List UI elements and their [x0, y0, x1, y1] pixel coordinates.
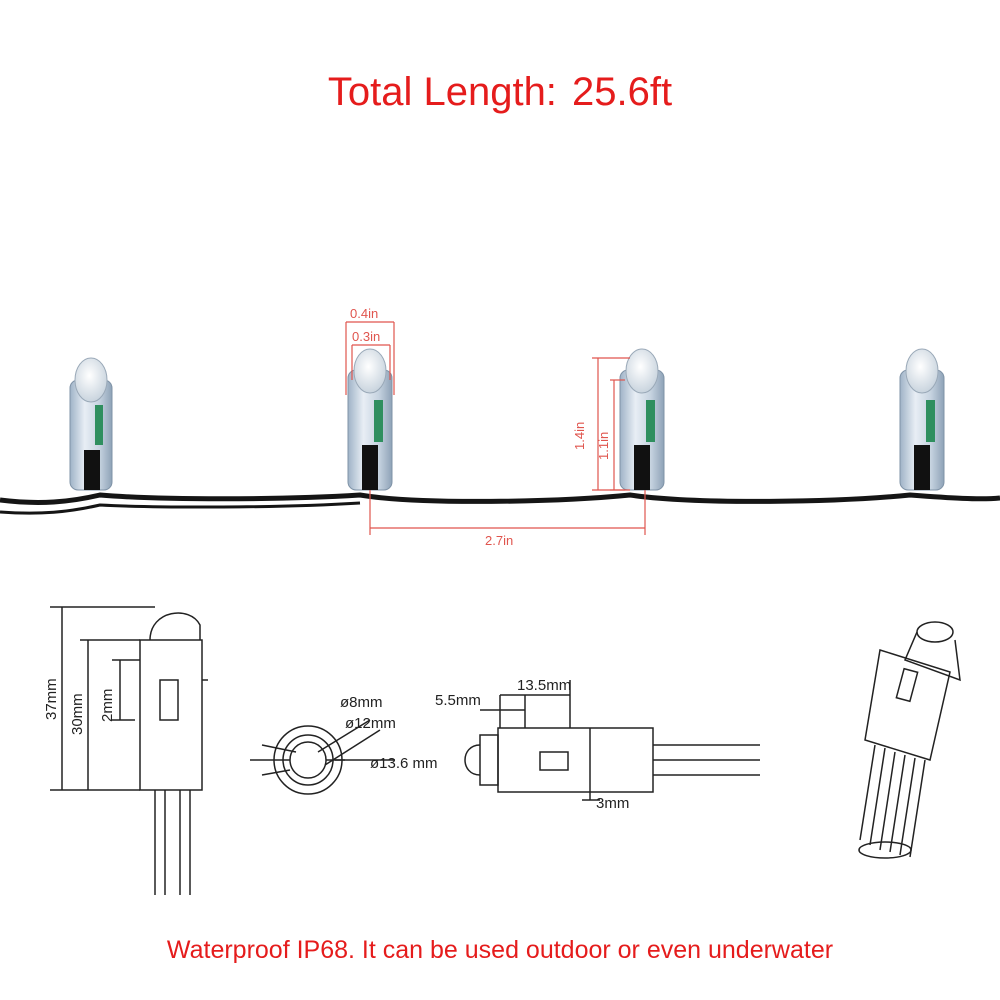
body-height-label: 1.1in — [596, 432, 611, 460]
top-outer-diameter-label: ø13.6 mm — [370, 755, 438, 772]
waterproof-note: Waterproof IP68. It can be used outdoor … — [166, 936, 834, 964]
front-view-drawing — [464, 680, 760, 801]
total-length-label: Total Length: — [327, 70, 557, 114]
pitch-label: 2.7in — [485, 533, 513, 548]
led-module — [347, 348, 393, 491]
cable — [0, 492, 1000, 505]
led-module — [899, 348, 945, 491]
led-width-dimension — [345, 321, 395, 395]
front-dim-b-label: 13.5mm — [517, 677, 571, 694]
led-height-dimension — [592, 357, 630, 491]
front-dim-a-label: 5.5mm — [435, 692, 481, 709]
total-length-title: Total Length: 25.6ft — [0, 70, 1000, 115]
side-total-height-label: 37mm — [43, 678, 60, 720]
side-small-dim-label: 2mm — [99, 689, 116, 722]
total-length-value: 25.6ft — [572, 70, 673, 114]
led-outer-diameter-label: 0.4in — [350, 306, 378, 321]
led-module — [69, 357, 113, 491]
side-body-height-label: 30mm — [69, 693, 86, 735]
led-module — [619, 348, 665, 491]
top-view-drawing — [250, 719, 395, 795]
side-view-drawing — [50, 606, 208, 895]
module-height-label: 1.4in — [572, 422, 587, 450]
pixel-string-photo: 0.4in 0.3in 1.4in 1.1in 2.7in — [0, 306, 1000, 548]
pitch-dimension — [369, 490, 646, 535]
top-led-diameter-label: ø8mm — [340, 694, 383, 711]
led-inner-diameter-label: 0.3in — [352, 329, 380, 344]
front-dim-c-label: 3mm — [596, 795, 629, 812]
isometric-view-drawing — [858, 621, 961, 859]
top-inner-diameter-label: ø12mm — [345, 715, 396, 732]
